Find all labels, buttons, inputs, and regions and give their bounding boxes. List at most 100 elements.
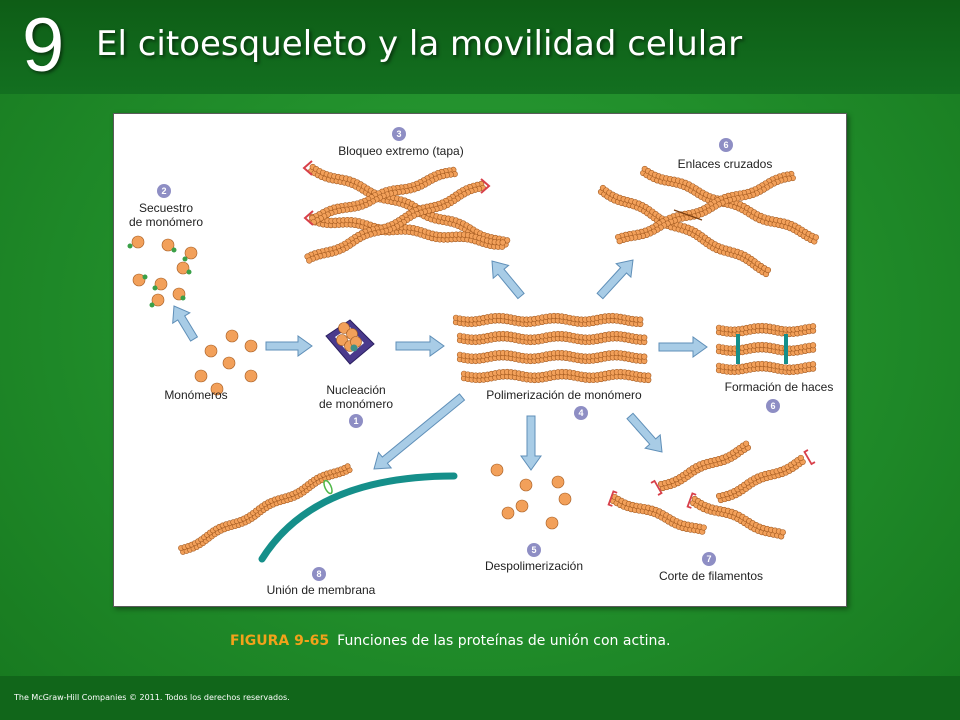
svg-text:6: 6: [770, 401, 775, 411]
sequestering-protein: [182, 256, 188, 262]
badge-bundling: 6: [766, 399, 780, 413]
arrow-layer: [172, 259, 708, 471]
severed-filament: [610, 493, 707, 535]
polymer-filament: [456, 330, 648, 346]
severed-filament: [657, 440, 752, 492]
badge-nucleation: 1: [349, 414, 363, 428]
sequestered-monomer: [132, 273, 146, 287]
slide-footer: The McGraw-Hill Companies © 2011. Todos …: [0, 676, 960, 720]
depolymerized-monomer: [519, 478, 533, 492]
svg-text:7: 7: [706, 554, 711, 564]
sequestering-protein: [127, 243, 133, 249]
depolymerized-monomer: [545, 516, 559, 530]
filament-bead: [812, 234, 819, 241]
arrow-to-bundling: [658, 336, 708, 358]
figure-panel: Monómeros Nucleación de monómero Secuest…: [113, 113, 847, 607]
severed-filament: [690, 495, 786, 540]
cap-protein: [302, 160, 313, 176]
label-membrane: Unión de membrana: [267, 583, 376, 597]
membrane-bound-filament: [178, 463, 353, 555]
depolymerized-monomer: [558, 492, 572, 506]
label-sequestration-2: de monómero: [129, 215, 203, 229]
label-severing: Corte de filamentos: [659, 569, 763, 583]
depolymerized-monomer: [501, 506, 515, 520]
severing-protein: [686, 492, 697, 509]
membrane-anchor-protein: [323, 479, 333, 495]
filament-bead: [641, 353, 648, 360]
arrow-monomers-to-nucleation: [265, 335, 313, 357]
badge-severing: 7: [702, 552, 716, 566]
badge-crosslinks: 6: [719, 138, 733, 152]
badge-capping: 3: [392, 127, 406, 141]
severing-protein: [650, 479, 663, 496]
sequestered-monomer: [161, 238, 175, 252]
nucleus-cofactor: [350, 344, 358, 352]
cap-left-top: [302, 160, 313, 176]
extras-layer: [127, 160, 816, 563]
filament-layer: [178, 163, 819, 555]
arrow-to-severing: [626, 412, 663, 453]
arrow-to-sequestration: [172, 305, 199, 342]
sequestering-protein: [186, 269, 192, 275]
label-capping: Bloqueo extremo (tapa): [338, 144, 463, 158]
free-monomer: [194, 369, 208, 383]
depolymerized-monomer: [515, 499, 529, 513]
sequestering-protein: [142, 274, 148, 280]
sequestering-protein: [180, 295, 186, 301]
bundled-filament: [715, 341, 817, 357]
label-sequestration-1: Secuestro: [139, 201, 193, 215]
crosslinked-filament: [615, 170, 796, 245]
slide-title: El citoesqueleto y la movilidad celular: [96, 24, 743, 64]
filament-bead: [779, 529, 786, 536]
bundled-filament: [715, 322, 817, 338]
svg-text:8: 8: [316, 569, 321, 579]
severing-bracket: [803, 449, 816, 466]
filament-bead: [344, 463, 351, 470]
arrow-to-capping: [491, 260, 525, 300]
svg-text:2: 2: [161, 186, 166, 196]
label-bundling: Formación de haces: [725, 380, 834, 394]
capped-filament: [304, 180, 486, 264]
filament-bead: [700, 524, 707, 531]
label-nucleation-2: de monómero: [319, 397, 393, 411]
nucleus-monomer: [338, 322, 350, 334]
crosslinked-filament: [640, 165, 819, 245]
severed-filament: [715, 454, 806, 504]
slide-header: 9 El citoesqueleto y la movilidad celula…: [0, 0, 960, 94]
filament-bead: [742, 440, 750, 447]
free-monomer: [244, 339, 258, 353]
sequestering-protein: [149, 302, 155, 308]
severing-bracket: [686, 492, 697, 509]
filament-bead: [641, 334, 648, 341]
free-monomer: [204, 344, 218, 358]
arrow-to-depolymerization: [520, 415, 542, 471]
arrow-nucleation-to-polymerization: [395, 335, 445, 357]
badge-polymerization: 4: [574, 406, 588, 420]
filament-bead: [637, 316, 644, 323]
bundled-filament: [715, 360, 817, 376]
free-monomer: [222, 356, 236, 370]
free-monomer: [210, 382, 224, 396]
filament-bead: [809, 342, 817, 349]
arrow-to-membrane: [373, 393, 466, 470]
cap-right: [480, 178, 491, 194]
sequestered-monomer: [184, 246, 198, 260]
severing-protein: [803, 449, 816, 466]
copyright-notice: The McGraw-Hill Companies © 2011. Todos …: [14, 693, 290, 702]
badge-sequestration: 2: [157, 184, 171, 198]
filament-bead: [809, 361, 817, 368]
label-crosslinks: Enlaces cruzados: [678, 157, 773, 171]
filament-bead: [499, 239, 506, 246]
sequestered-monomer: [154, 277, 168, 291]
caption-text: Funciones de las proteínas de unión con …: [337, 633, 671, 649]
depolymerized-monomer: [490, 463, 504, 477]
filament-bead: [616, 238, 623, 245]
cap-protein: [303, 210, 314, 226]
severing-bracket: [607, 490, 618, 507]
capped-filament: [309, 166, 458, 226]
cap-protein: [480, 178, 491, 194]
label-nucleation-1: Nucleación: [326, 383, 385, 397]
sequestered-monomer: [151, 293, 165, 307]
polymer-filament: [452, 312, 644, 328]
